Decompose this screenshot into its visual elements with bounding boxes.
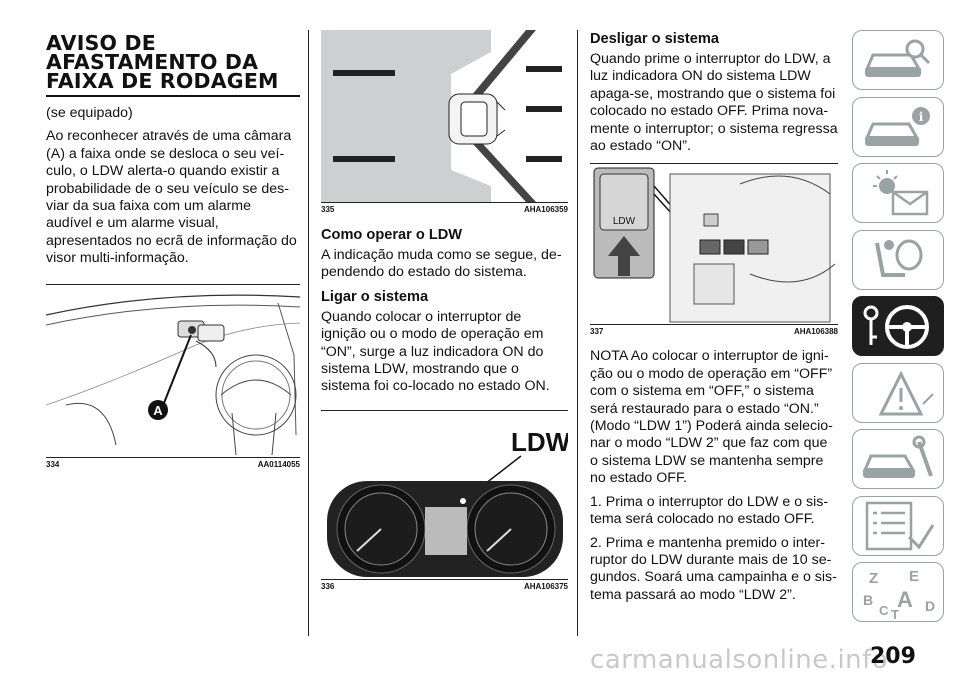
car-top-view-icon [448,93,506,145]
tab-starting-driving[interactable] [852,296,944,356]
step-1: 1. Prima o interruptor do LDW e o sis-te… [590,493,829,528]
switch-label: LDW [613,216,636,227]
column-divider [308,30,309,636]
figure-caption: 334 AA0114055 [46,456,300,469]
paragraph: Quando prime o interruptor do LDW, a luz… [590,51,838,155]
heading-turn-off: Desligar o sistema [590,31,719,47]
index-letter: Z [869,570,878,587]
tab-technical-data[interactable] [852,495,944,556]
title-line: AFASTAMENTO DA [46,50,259,74]
figure-code: AHA106375 [523,581,568,591]
press-arrow-icon [608,236,640,277]
tab-car-info[interactable]: i [852,96,944,157]
road-warning-icon [878,370,934,415]
figure-334: A 334 AA0114055 [46,283,300,469]
car-search-icon [864,39,931,77]
heading-how-to-operate: Como operar o LDW [321,227,463,243]
index-letter: D [925,598,935,614]
figure-caption: 337 AHA106388 [590,324,838,336]
car-service-icon [862,435,933,478]
camera-illustration: A [46,294,300,455]
column-3: Desligar o sistema Quando prime o interr… [590,30,838,610]
callout-label: A [153,403,163,418]
note-paragraph: NOTA Ao colocar o interruptor de igni-çã… [590,348,833,487]
airbag-seat-icon [875,239,923,277]
figure-number: 337 [590,327,604,337]
dashboard-switch-illustration: LDW [593,167,836,323]
tab-emergency[interactable] [852,362,944,423]
intro-paragraph: Ao reconhecer através de uma câmara (A) … [46,128,297,267]
figure-number: 334 [46,459,60,469]
title-line: FAIXA DE RODAGEM [46,69,279,93]
page-number: 209 [870,644,916,669]
tab-car-search[interactable] [852,30,944,90]
ldw-switch-icon [599,173,649,231]
tab-maintenance[interactable] [852,429,944,489]
instrument-cluster-illustration: LDW [327,427,568,577]
key-steering-wheel-icon [863,305,929,349]
chapter-tabs: i [852,30,944,629]
index-letter: C [879,603,889,618]
figure-336: LDW 336 AHA106375 [321,409,568,591]
watermark: carmanualsonline.info [590,645,889,675]
column-2: 335 AHA106359 Como operar o LDW A indica… [321,30,568,591]
index-letter: E [909,568,919,585]
tab-warning-lights[interactable] [852,163,944,223]
figure-code: AHA106388 [793,327,838,337]
car-info-icon: i [864,106,930,146]
tab-safety[interactable] [852,229,944,290]
section-title: AVISO DE AFASTAMENTO DA FAIXA DE RODAGEM [46,31,300,93]
warning-light-message-icon [873,170,929,216]
figure-number: 336 [321,581,335,591]
title-line: AVISO DE [46,31,156,55]
figure-337: LDW 337 AHA106388 [590,163,838,336]
ldw-label: LDW [511,427,568,457]
multi-info-display [425,506,467,555]
index-letter: B [863,592,873,608]
index-letter: T [891,607,899,621]
figure-code: AA0114055 [257,459,300,469]
figure-number: 335 [321,205,335,214]
lane-departure-diagram [321,30,568,202]
subtitle: (se equipado) [46,105,133,121]
index-letter: A [897,587,913,612]
paragraph: A indicação muda como se segue, de-pende… [321,247,562,281]
step-2: 2. Prima e mantenha premido o inter-rupt… [590,534,837,603]
column-1: AVISO DE AFASTAMENTO DA FAIXA DE RODAGEM… [46,30,300,469]
figure-caption: 336 AHA106375 [321,578,568,591]
column-divider [577,30,578,636]
figure-code: AHA106359 [523,205,568,214]
tab-index[interactable]: Z E B A C T D [852,562,944,622]
svg-text:i: i [919,110,924,124]
figure-caption: 335 AHA106359 [321,202,568,214]
alphabet-index-icon: Z E B A C T D [863,568,935,622]
heading-turn-on: Ligar o sistema [321,288,429,305]
checklist-icon [865,501,935,550]
paragraph: Quando colocar o interruptor de ignição … [321,308,550,395]
figure-335: 335 AHA106359 [321,30,568,214]
callout-a-icon [148,399,168,420]
title-underline [46,95,300,97]
